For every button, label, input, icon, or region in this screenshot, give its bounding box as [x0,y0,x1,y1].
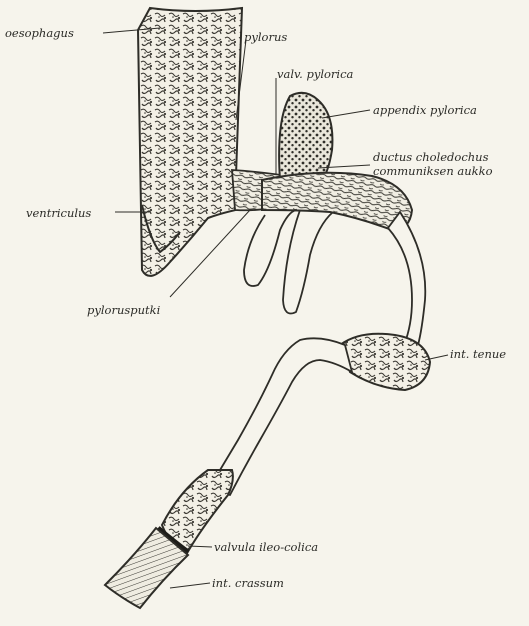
label-valv-pylorica: valv. pylorica [277,67,353,81]
duodenal-loop [262,173,425,345]
label-ductus-choledochus: ductus choledochus [373,150,489,164]
label-pylorus: pylorus [244,30,287,44]
label-ventriculus: ventriculus [26,206,91,220]
label-oesophagus: oesophagus [5,26,74,40]
intestinum-tenue [208,334,430,495]
label-int-crassum: int. crassum [212,576,284,590]
label-valvula-ileo-colica: valvula ileo-colica [214,540,318,554]
label-appendix-pylorica: appendix pylorica [373,103,477,117]
label-communiksen-aukko: communiksen aukko [373,164,493,178]
label-pylorusputki: pylorusputki [87,303,160,317]
appendix-pylorica [279,93,332,182]
pyloric-caeca-tubes [244,210,333,314]
label-int-tenue: int. tenue [450,347,506,361]
